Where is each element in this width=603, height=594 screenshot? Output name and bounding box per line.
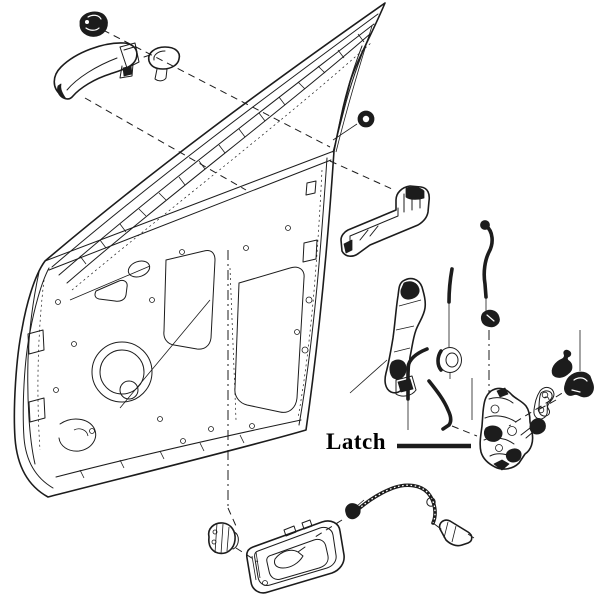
- release-cable: [350, 483, 442, 530]
- door-shell: [13, 2, 386, 498]
- door-grommet: [357, 110, 375, 128]
- handle-end-cap: [143, 46, 181, 82]
- rod-clip: [480, 309, 500, 328]
- latch-assembly: [479, 387, 534, 471]
- rod-grommet-disc: [436, 347, 462, 379]
- latch-screw: [520, 418, 546, 439]
- leader-lines: [84, 29, 581, 563]
- cable-end-fitting: [438, 519, 475, 547]
- lock-rod: [480, 220, 494, 311]
- cable-stop: [345, 499, 365, 520]
- bolt-holes: [53, 225, 300, 444]
- latch-label: Latch: [326, 429, 386, 454]
- lock-cylinder-cap: [79, 11, 108, 37]
- inner-lock-rod: [447, 267, 454, 347]
- trim-clip: [207, 522, 239, 555]
- striker-bracket: [564, 371, 594, 398]
- striker-clip: [538, 390, 553, 417]
- bent-link-rod: [406, 347, 453, 431]
- exterior-door-handle: [53, 42, 140, 100]
- handle-reinforcement-bracket: [340, 185, 431, 257]
- lock-actuator-bracket: [349, 277, 427, 397]
- interior-handle-bezel: [245, 519, 345, 594]
- striker-screw: [551, 349, 573, 378]
- window-frame: [51, 13, 379, 291]
- latch-gasket: [533, 386, 555, 420]
